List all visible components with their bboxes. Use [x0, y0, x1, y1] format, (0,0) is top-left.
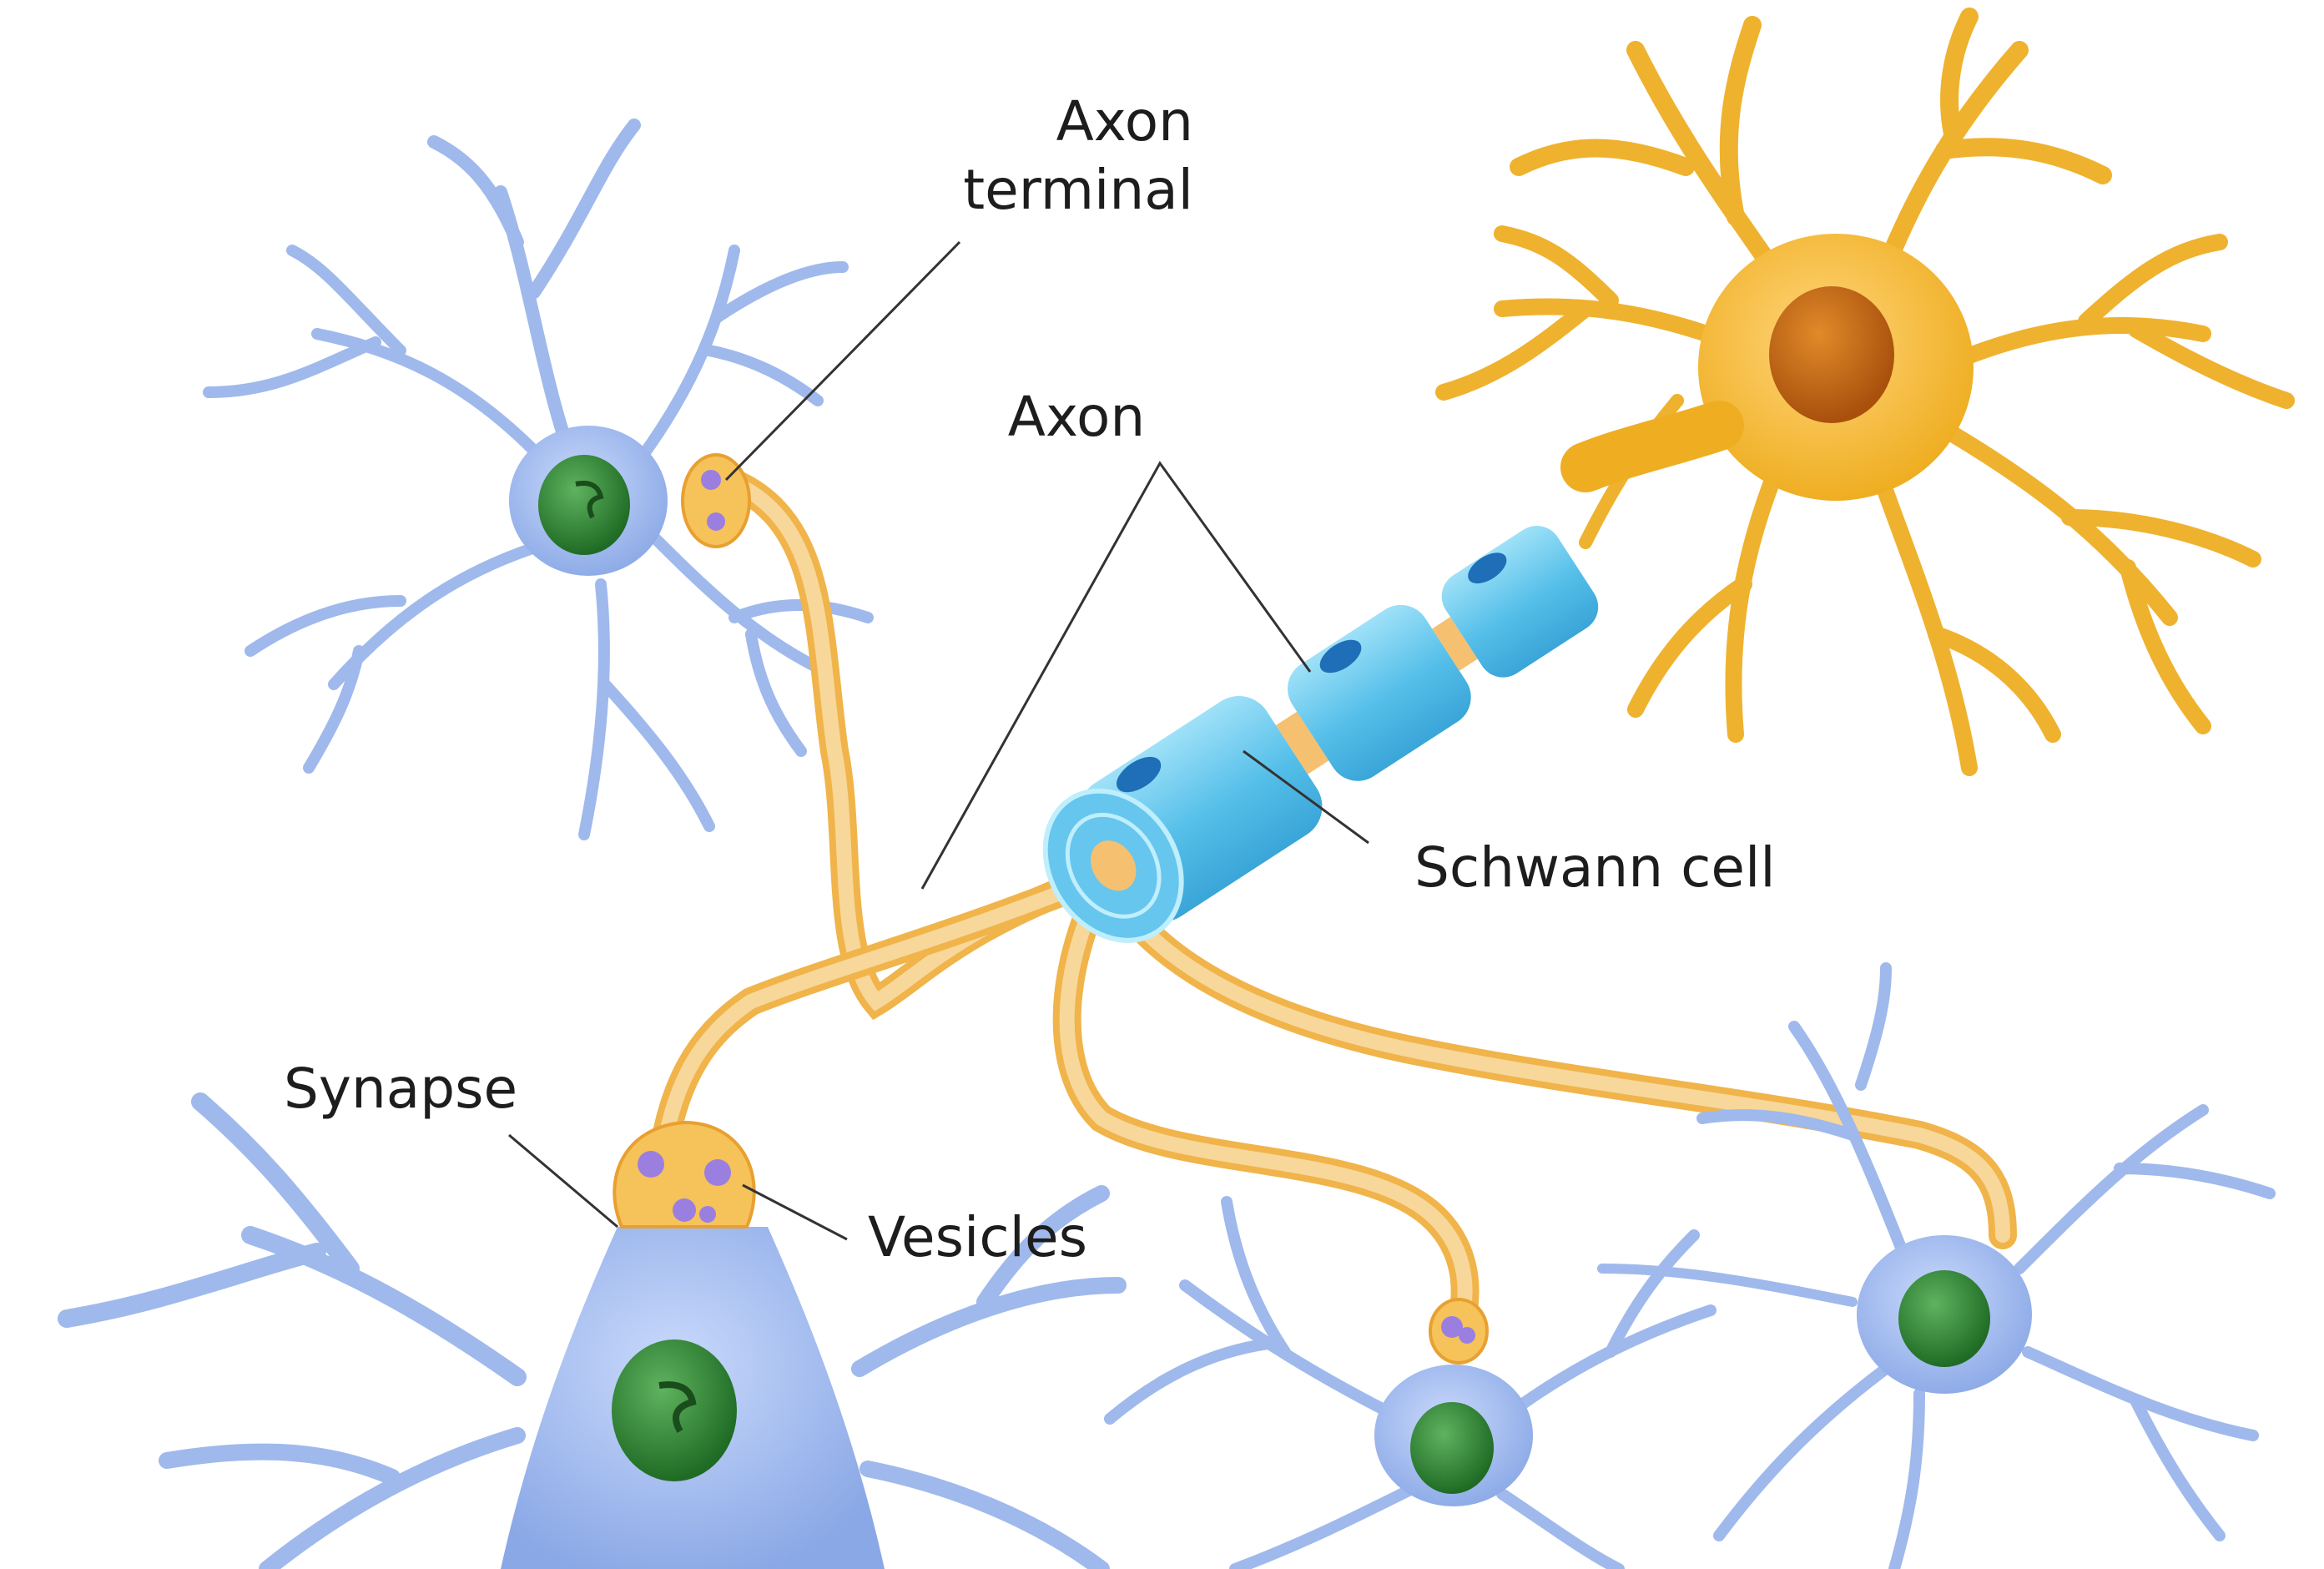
nucleus-bottom-middle — [1410, 1402, 1494, 1494]
axon-terminal-top — [683, 455, 749, 547]
label-axon-terminal-line2: terminal — [963, 158, 1193, 222]
orange-neuron — [1444, 17, 2286, 768]
label-schwann-cell: Schwann cell — [1414, 835, 1776, 900]
blue-neuron-bottom-left — [67, 1102, 1118, 1569]
label-axon-terminal-line1: Axon — [1056, 89, 1193, 154]
label-vesicles: Vesicles — [868, 1205, 1087, 1269]
nucleus-bottom-left — [612, 1339, 737, 1481]
nucleus-orange — [1769, 286, 1894, 423]
nucleus-top-left — [538, 455, 630, 555]
blue-neuron-bottom-right — [1602, 968, 2270, 1569]
leader-synapse — [509, 1135, 618, 1227]
nucleus-bottom-right — [1898, 1270, 1990, 1367]
axon-branches — [659, 426, 2003, 1327]
blue-neuron-top-left — [209, 125, 868, 835]
synaptic-terminal — [614, 1123, 754, 1227]
label-axon: Axon — [1008, 385, 1145, 449]
label-synapse: Synapse — [284, 1057, 517, 1121]
blue-neuron-bottom-middle — [1110, 1202, 1711, 1569]
